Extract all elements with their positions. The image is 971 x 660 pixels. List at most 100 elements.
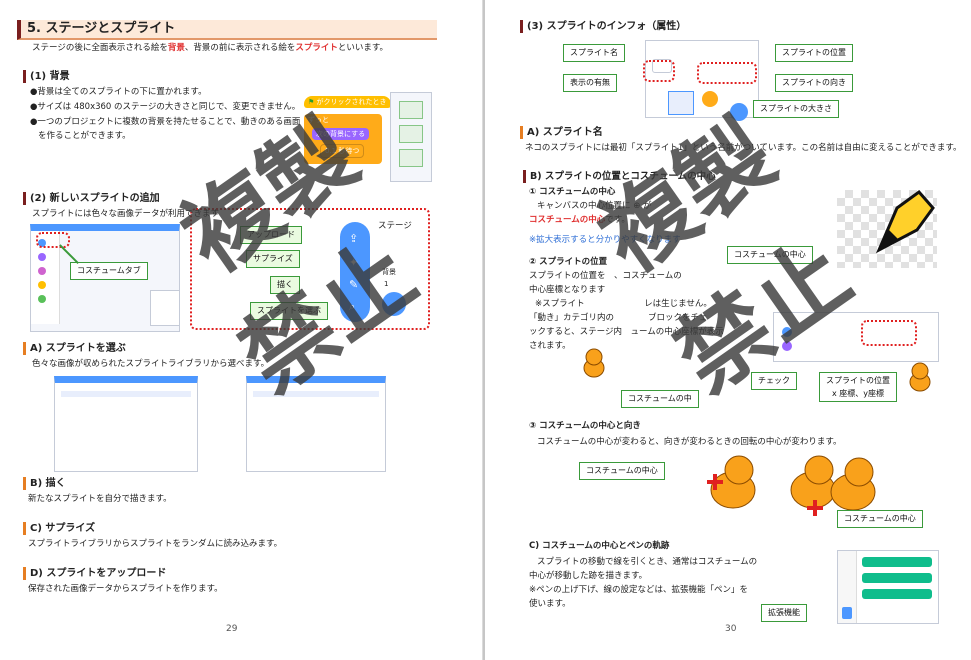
page-29: 5. ステージとスプライト ステージの後に全面表示される絵を背景、背景の前に表示… [0, 0, 485, 660]
search-icon[interactable]: ⌕ [349, 300, 356, 313]
heading-b3: ③ コスチュームの中心と向き [529, 421, 641, 431]
sprite-thumb-2[interactable] [702, 91, 718, 107]
crosshair-icon: ⊕ [630, 201, 644, 211]
label-sprite-name: スプライト名 [563, 44, 625, 62]
sprite-library-screenshot-1 [54, 376, 198, 472]
heading-c-surprise: C) サプライズ [23, 522, 95, 535]
intro-text: ステージの後に全面表示される絵を背景、背景の前に表示される絵をスプライトといいま… [32, 43, 389, 53]
a-name-desc: ネコのスプライトには最初「スプライト1」という名前がついています。この名前は自由… [525, 143, 962, 153]
costume-tab-label: コスチュームタブ [70, 262, 148, 280]
visible-highlight [643, 60, 675, 82]
b3-desc: コスチュームの中心が変わると、向きが変わるときの回転の中心が変わります。 [537, 437, 842, 447]
b2-line1: スプライトの位置を 、コスチュームの [529, 271, 682, 281]
surprise-icon[interactable]: ✦ [349, 256, 359, 269]
sprite-pane-screenshot [150, 290, 180, 326]
b1-note: ※拡大表示すると分かりやすくなります [529, 235, 681, 245]
label-sprite-position-xy: スプライトの位置 x 座標、y座標 [819, 372, 897, 402]
heading-a-choose: A) スプライトを選ぶ [23, 342, 126, 355]
costume-canvas [837, 189, 937, 268]
heading-b1: ① コスチュームの中心 [529, 187, 616, 197]
wait-block: 0.1 秒待つ [320, 144, 365, 158]
backdrop-thumb-2[interactable] [399, 125, 423, 143]
bullet-2: ●サイズは 480x360 のステージの大きさと同じで、変更できません。 [30, 102, 301, 112]
paint-brush-icon[interactable]: ✎ [349, 278, 359, 291]
c-desc: スプライトライブラリからスプライトをランダムに読み込みます。 [28, 539, 283, 549]
b2-line2: 中心座標となります [529, 285, 606, 295]
label-sprite-position: スプライトの位置 [775, 44, 853, 62]
b2-line3: ※スプライト レは生じません。 [535, 299, 712, 309]
motion-blocks-screenshot [773, 312, 939, 362]
b1-line1: キャンバスの中心位置に ⊕ が [537, 201, 652, 211]
sprite-menu-bar: ⇪ ✦ ✎ ⌕ [340, 222, 370, 322]
paint-label: 描く [270, 276, 300, 294]
choose-backdrop-button[interactable] [382, 292, 406, 316]
page-gutter [482, 0, 486, 660]
heading-d-upload: D) スプライトをアップロード [23, 567, 166, 580]
label-visible: 表示の有無 [563, 74, 617, 92]
upload-label: アップロード [240, 226, 302, 244]
scratch-cat-1 [583, 348, 605, 378]
add-sprite-button[interactable] [730, 103, 748, 121]
next-backdrop-block: 次の背景にする [312, 128, 370, 140]
backdrop-list-screenshot [390, 92, 432, 182]
b2-line5: ックすると、ステージ内 ュームの中心座標が表示 [529, 327, 724, 337]
label-costume-center-2: コスチュームの中 [621, 390, 699, 408]
backdrop-count: 1 [384, 280, 389, 288]
label-costume-center-4: コスチュームの中心 [837, 510, 923, 528]
heading-background: (1) 背景 [23, 70, 70, 83]
sprite-menu-highlight [190, 208, 430, 330]
choose-sprite-label: スプライトを選ぶ [250, 302, 328, 320]
label-check: チェック [751, 372, 797, 390]
label-extension: 拡張機能 [761, 604, 807, 622]
section-title: 5. ステージとスプライト [17, 20, 437, 40]
sprite-thumb[interactable] [668, 91, 694, 115]
direction-highlight [697, 62, 757, 84]
position-readout-highlight [861, 320, 917, 346]
pencil-icon [875, 189, 935, 254]
b2-line4: 「動き」カテゴリ内の ブロックをチェ [529, 313, 708, 323]
upload-icon[interactable]: ⇪ [349, 232, 359, 245]
backdrop-script: ⚑ がクリックされたとき ずっと 次の背景にする 0.1 秒待つ [300, 92, 391, 172]
backdrop-thumb-3[interactable] [399, 149, 423, 167]
heading-sprite-info: (3) スプライトのインフォ（属性） [520, 20, 686, 33]
extension-button[interactable] [842, 607, 852, 619]
label-size: スプライトの大きさ [753, 100, 839, 118]
page-30: (3) スプライトのインフォ（属性） スプライト名 スプライトの位置 表示の有無… [485, 0, 971, 660]
heading-b-paint: B) 描く [23, 477, 66, 490]
scratch-cat-2 [909, 362, 931, 392]
bullet-1: ●背景は全てのスプライトの下に置かれます。 [30, 87, 207, 97]
c-line1: スプライトの移動で線を引くとき、通常はコスチュームの [537, 557, 758, 567]
visible-toggle[interactable] [652, 59, 672, 73]
c-line2: 中心が移動した跡を描きます。 [529, 571, 648, 581]
sprite-library-screenshot-2 [246, 376, 386, 472]
backdrop-thumb-1[interactable] [399, 101, 423, 119]
a-desc: 色々な画像が収められたスプライトライブラリから選べます。 [32, 359, 270, 369]
label-direction: スプライトの向き [775, 74, 853, 92]
b2-line6: されます。 [529, 341, 571, 351]
backdrop-label: 背景 [382, 268, 396, 276]
heading-b-position: B) スプライトの位置とコスチュームの中心 [523, 170, 716, 183]
b1-line2: コスチュームの中心です。 [529, 215, 630, 225]
b-desc: 新たなスプライトを自分で描きます。 [28, 494, 172, 504]
rotating-cats-illustration [707, 455, 876, 516]
heading-b2: ② スプライトの位置 [529, 257, 608, 267]
bullet-3a: ●一つのプロジェクトに複数の背景を持たせることで、動きのある画面 [30, 117, 301, 127]
label-costume-center-3: コスチュームの中心 [579, 462, 665, 480]
costume-tab-highlight [36, 232, 70, 248]
bullet-3b: を作ることができます。 [38, 131, 131, 141]
c-line4: 使います。 [529, 599, 571, 609]
surprise-label: サプライズ [246, 250, 300, 268]
heading-new-sprite: (2) 新しいスプライトの追加 [23, 192, 160, 205]
page-number-left: 29 [226, 624, 238, 634]
green-flag-icon: ⚑ [308, 98, 315, 106]
page-number-right: 30 [725, 624, 737, 634]
label-costume-center-1: コスチュームの中心 [727, 246, 813, 264]
c-line3: ※ペンの上げ下げ、線の設定などは、拡張機能「ペン」を [529, 585, 749, 595]
sprite-info-screenshot [645, 40, 759, 121]
stage-label: ステージ [378, 221, 412, 231]
d-desc: 保存された画像データからスプライトを作ります。 [28, 584, 223, 594]
heading-a-name: A) スプライト名 [520, 126, 603, 139]
pen-extension-screenshot [837, 550, 939, 624]
heading-c-pen: C) コスチュームの中心とペンの軌跡 [529, 541, 670, 551]
new-sprite-desc: スプライトには色々な画像データが利用できます [32, 209, 220, 219]
